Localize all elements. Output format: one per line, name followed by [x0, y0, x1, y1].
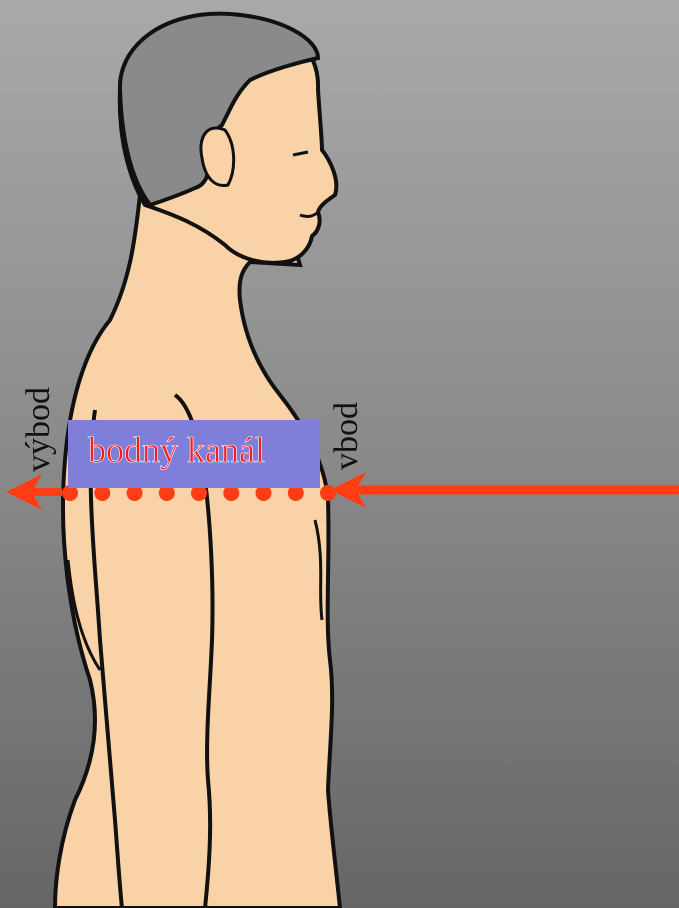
exit-arrow	[6, 474, 62, 510]
exit-point-label: výbod	[22, 387, 56, 472]
entry-point-label: vbod	[330, 402, 364, 470]
entry-arrow	[330, 472, 679, 508]
point-channel-box: bodný kanál	[68, 420, 320, 488]
path-dot	[320, 485, 336, 501]
point-channel-label: bodný kanál	[88, 432, 265, 468]
